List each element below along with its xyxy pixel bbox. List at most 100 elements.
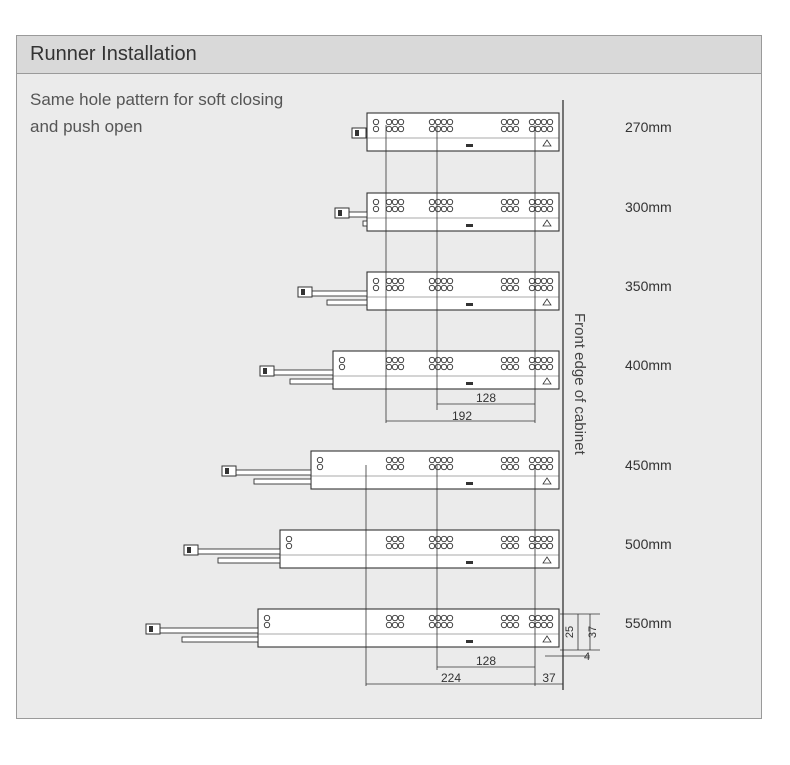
mounting-hole	[428, 198, 436, 206]
mounting-hole	[440, 621, 448, 629]
runner-400mm: 400mm	[259, 350, 672, 390]
mounting-hole	[428, 535, 436, 543]
mounting-hole	[512, 198, 520, 206]
mounting-hole	[500, 356, 508, 364]
mounting-hole	[372, 198, 380, 206]
mounting-hole	[506, 535, 514, 543]
mounting-hole	[385, 463, 393, 471]
mounting-hole	[428, 118, 436, 126]
runner-bracket-tab	[187, 547, 191, 553]
mounting-hole	[540, 363, 548, 371]
mounting-hole	[500, 125, 508, 133]
mounting-hole	[372, 284, 380, 292]
mounting-hole	[391, 463, 399, 471]
mounting-hole	[385, 614, 393, 622]
mounting-hole	[540, 614, 548, 622]
runner-body	[366, 112, 560, 152]
mounting-hole	[540, 356, 548, 364]
mounting-hole	[397, 463, 405, 471]
mounting-hole	[397, 277, 405, 285]
mounting-hole	[440, 542, 448, 550]
mounting-hole	[540, 456, 548, 464]
mounting-hole	[434, 621, 442, 629]
mounting-hole	[512, 118, 520, 126]
mounting-hole	[446, 363, 454, 371]
mounting-hole	[391, 118, 399, 126]
mounting-hole	[428, 621, 436, 629]
mounting-hole	[446, 356, 454, 364]
mounting-hole	[512, 125, 520, 133]
lower-dimension: 128 224 37	[366, 654, 563, 685]
mounting-hole	[506, 356, 514, 364]
mounting-hole	[440, 198, 448, 206]
mounting-hole	[512, 463, 520, 471]
mounting-hole	[434, 356, 442, 364]
mounting-hole	[512, 542, 520, 550]
runner-slot	[466, 144, 473, 147]
mounting-hole	[440, 356, 448, 364]
mounting-hole	[372, 118, 380, 126]
runner-rail-upper	[348, 211, 368, 218]
mounting-hole	[434, 542, 442, 550]
mounting-hole	[512, 277, 520, 285]
dim-128-upper: 128	[476, 391, 496, 405]
mounting-hole	[540, 535, 548, 543]
mounting-hole	[316, 463, 324, 471]
mounting-hole	[285, 535, 293, 543]
mounting-hole	[397, 118, 405, 126]
mounting-hole	[534, 456, 542, 464]
mounting-hole	[540, 198, 548, 206]
mounting-hole	[546, 125, 554, 133]
runner-bracket-tab	[225, 468, 229, 474]
mounting-hole	[428, 205, 436, 213]
mounting-hole	[446, 614, 454, 622]
runner-rail-lower	[326, 299, 368, 306]
mounting-hole	[446, 456, 454, 464]
mounting-hole	[428, 277, 436, 285]
mounting-hole	[316, 456, 324, 464]
mounting-hole	[500, 456, 508, 464]
mounting-hole	[428, 356, 436, 364]
mounting-hole	[546, 614, 554, 622]
mounting-hole	[397, 198, 405, 206]
mounting-hole	[446, 284, 454, 292]
mounting-hole	[446, 125, 454, 133]
mounting-hole	[391, 284, 399, 292]
mounting-hole	[397, 205, 405, 213]
mounting-hole	[391, 535, 399, 543]
dim-128-lower: 128	[476, 654, 496, 668]
mounting-hole	[446, 621, 454, 629]
mounting-hole	[506, 542, 514, 550]
mounting-hole	[446, 118, 454, 126]
runner-rail-upper	[197, 548, 281, 555]
mounting-hole	[540, 542, 548, 550]
subtitle-line-1: Same hole pattern for soft closing	[30, 90, 284, 109]
mounting-hole	[528, 118, 536, 126]
mounting-hole	[434, 125, 442, 133]
mounting-hole	[446, 198, 454, 206]
mounting-hole	[428, 125, 436, 133]
mounting-hole	[434, 535, 442, 543]
mounting-hole	[506, 614, 514, 622]
mounting-hole	[391, 542, 399, 550]
mounting-hole	[372, 277, 380, 285]
runner-size-label: 350mm	[625, 278, 672, 294]
runner-size-label: 550mm	[625, 615, 672, 631]
mounting-hole	[372, 125, 380, 133]
runner-550mm: 550mm	[145, 608, 672, 648]
mounting-hole	[434, 198, 442, 206]
mounting-hole	[500, 463, 508, 471]
mounting-hole	[506, 456, 514, 464]
mounting-hole	[512, 205, 520, 213]
mounting-hole	[440, 614, 448, 622]
runner-350mm: 350mm	[297, 271, 672, 311]
mounting-hole	[385, 118, 393, 126]
mounting-hole	[500, 621, 508, 629]
runner-rail-upper	[235, 469, 312, 476]
side-dimension: 25 37 4	[545, 613, 600, 663]
mounting-hole	[263, 621, 271, 629]
mounting-hole	[428, 284, 436, 292]
mounting-hole	[385, 621, 393, 629]
runner-arrow-mark	[542, 635, 552, 643]
